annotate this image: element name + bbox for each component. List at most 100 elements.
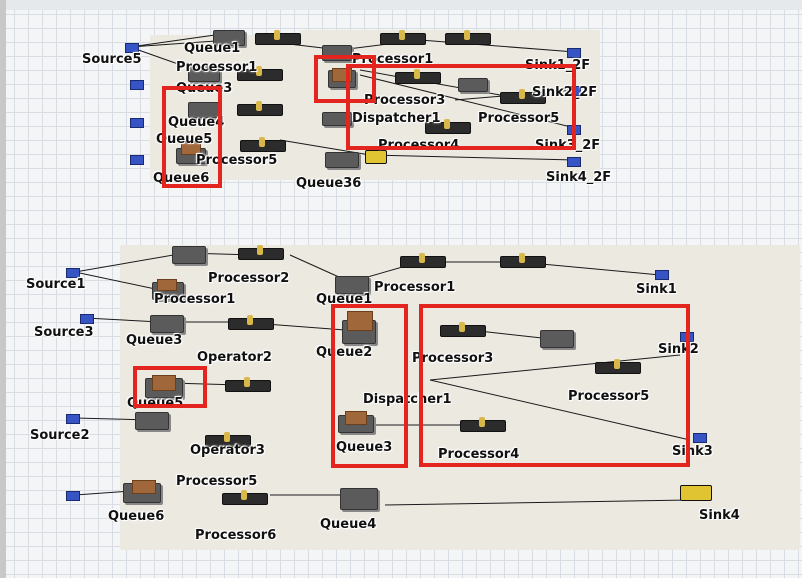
upper-queue4-label: Queue4 xyxy=(168,115,225,130)
source2-icon[interactable] xyxy=(66,414,80,424)
processor-conveyor-icon[interactable] xyxy=(218,377,278,395)
queue-rack-icon[interactable] xyxy=(458,78,488,92)
lower-operator2-label: Operator2 xyxy=(197,350,272,365)
crate-icon xyxy=(157,279,177,291)
processor1-conveyor-icon[interactable] xyxy=(393,253,453,271)
highlight-box-lower-queues xyxy=(331,304,408,468)
operator-icon xyxy=(274,30,280,40)
operator-icon xyxy=(459,322,465,332)
forklift-icon[interactable] xyxy=(673,482,733,501)
queue4-rack-icon[interactable] xyxy=(340,488,378,510)
processor3-conveyor-icon[interactable] xyxy=(388,69,448,87)
source3-icon[interactable] xyxy=(80,314,94,324)
source-small-icon[interactable] xyxy=(130,155,144,165)
upper-sink2-2f-label: Sink2_2F xyxy=(532,85,598,100)
view-left-edge xyxy=(0,0,6,578)
operator-icon xyxy=(399,30,405,40)
processor2-conveyor-icon[interactable] xyxy=(231,245,291,263)
lower-sink3-label: Sink3 xyxy=(672,444,713,459)
operator-icon xyxy=(257,245,263,255)
queue1-rack-icon[interactable] xyxy=(335,276,369,294)
operator-icon xyxy=(256,101,262,111)
lower-sink4-label: Sink4 xyxy=(699,508,740,523)
lower-processor2-label: Processor2 xyxy=(208,271,290,286)
lower-processor5-label: Processor5 xyxy=(568,389,650,404)
processor-conveyor-icon[interactable] xyxy=(438,30,498,48)
operator-icon xyxy=(247,315,253,325)
lower-processor1-label: Processor1 xyxy=(154,292,236,307)
sink1-2f-icon[interactable] xyxy=(567,48,581,58)
source1-icon[interactable] xyxy=(66,268,80,278)
queue-rack-icon[interactable] xyxy=(135,412,169,430)
processor1-conveyor-icon[interactable] xyxy=(230,66,290,84)
dispatcher-rack-icon[interactable] xyxy=(322,112,352,126)
sink1-icon[interactable] xyxy=(655,270,669,280)
queue-rack-icon[interactable] xyxy=(540,330,574,348)
view-top-strip xyxy=(0,0,802,10)
queue6-rack-icon[interactable] xyxy=(123,480,161,503)
lower-processor6-label: Processor6 xyxy=(195,528,277,543)
operator-icon xyxy=(479,417,485,427)
queue-rack-icon[interactable] xyxy=(172,246,206,264)
sink4-2f-icon[interactable] xyxy=(567,157,581,167)
upper-queue1-label: Queue1 xyxy=(184,41,241,56)
lower-operator3-label: Operator3 xyxy=(190,443,265,458)
processor-conveyor-icon[interactable] xyxy=(373,30,433,48)
lower-sink1-label: Sink1 xyxy=(636,282,677,297)
operator-icon xyxy=(419,253,425,263)
lower-source1-label: Source1 xyxy=(26,277,86,292)
highlight-box-upper-queues xyxy=(162,86,222,188)
upper-queue36-label: Queue36 xyxy=(296,176,362,191)
operator-icon xyxy=(256,66,262,76)
lower-floor-right xyxy=(390,245,800,550)
queue2-rack-icon[interactable] xyxy=(342,311,376,344)
queue-rack-icon[interactable] xyxy=(152,279,184,300)
operator3-conveyor-icon[interactable] xyxy=(198,432,258,450)
processor-conveyor-icon[interactable] xyxy=(230,101,290,119)
lower-processor5b-label: Processor5 xyxy=(176,474,258,489)
processor5-conveyor-icon[interactable] xyxy=(493,89,553,107)
crate-icon xyxy=(152,375,176,391)
queue1-rack-icon[interactable] xyxy=(213,30,245,46)
source-small-icon[interactable] xyxy=(130,80,144,90)
source-small-icon[interactable] xyxy=(130,118,144,128)
upper-queue5-label: Queue5 xyxy=(156,132,213,147)
operator-icon xyxy=(224,432,230,442)
operator-icon xyxy=(614,359,620,369)
queue5-rack-icon[interactable] xyxy=(145,375,183,398)
queue3b-rack-icon[interactable] xyxy=(338,411,374,433)
queue3-rack-icon[interactable] xyxy=(150,315,184,333)
processor4-conveyor-icon[interactable] xyxy=(453,417,513,435)
lower-queue1-label: Queue1 xyxy=(316,292,373,307)
processor-conveyor-icon[interactable] xyxy=(248,30,308,48)
upper-processor5-label: Processor5 xyxy=(196,153,278,168)
processor-conveyor-icon[interactable] xyxy=(493,253,553,271)
processor4-conveyor-icon[interactable] xyxy=(418,119,478,137)
lower-queue4-label: Queue4 xyxy=(320,517,377,532)
lower-processor4-label: Processor4 xyxy=(438,447,520,462)
processor5-conveyor-icon[interactable] xyxy=(233,137,293,155)
operator2-conveyor-icon[interactable] xyxy=(221,315,281,333)
upper-processor1-label: Processor1 xyxy=(176,60,258,75)
processor5-conveyor-icon[interactable] xyxy=(588,359,648,377)
source-lower-icon[interactable] xyxy=(66,491,80,501)
processor6-conveyor-icon[interactable] xyxy=(215,490,275,508)
crate-icon xyxy=(345,411,367,425)
processor3-conveyor-icon[interactable] xyxy=(433,322,493,340)
lower-source2-label: Source2 xyxy=(30,428,90,443)
queue36-rack-icon[interactable] xyxy=(325,152,359,168)
queue3-rack-icon[interactable] xyxy=(188,66,220,82)
queue6-rack-icon[interactable] xyxy=(176,141,206,164)
operator-icon xyxy=(414,69,420,79)
source5-icon[interactable] xyxy=(125,43,139,53)
upper-queue6-label: Queue6 xyxy=(153,171,210,186)
lower-queue2-label: Queue2 xyxy=(316,345,373,360)
upper-source5-label: Source5 xyxy=(82,52,142,67)
operator-icon xyxy=(519,89,525,99)
highlight-box-lower-queue5 xyxy=(133,366,207,408)
lower-queue6-label: Queue6 xyxy=(108,509,165,524)
operator-icon xyxy=(259,137,265,147)
sink3-icon[interactable] xyxy=(693,433,707,443)
upper-dispatcher1-label: Dispatcher1 xyxy=(352,111,441,126)
